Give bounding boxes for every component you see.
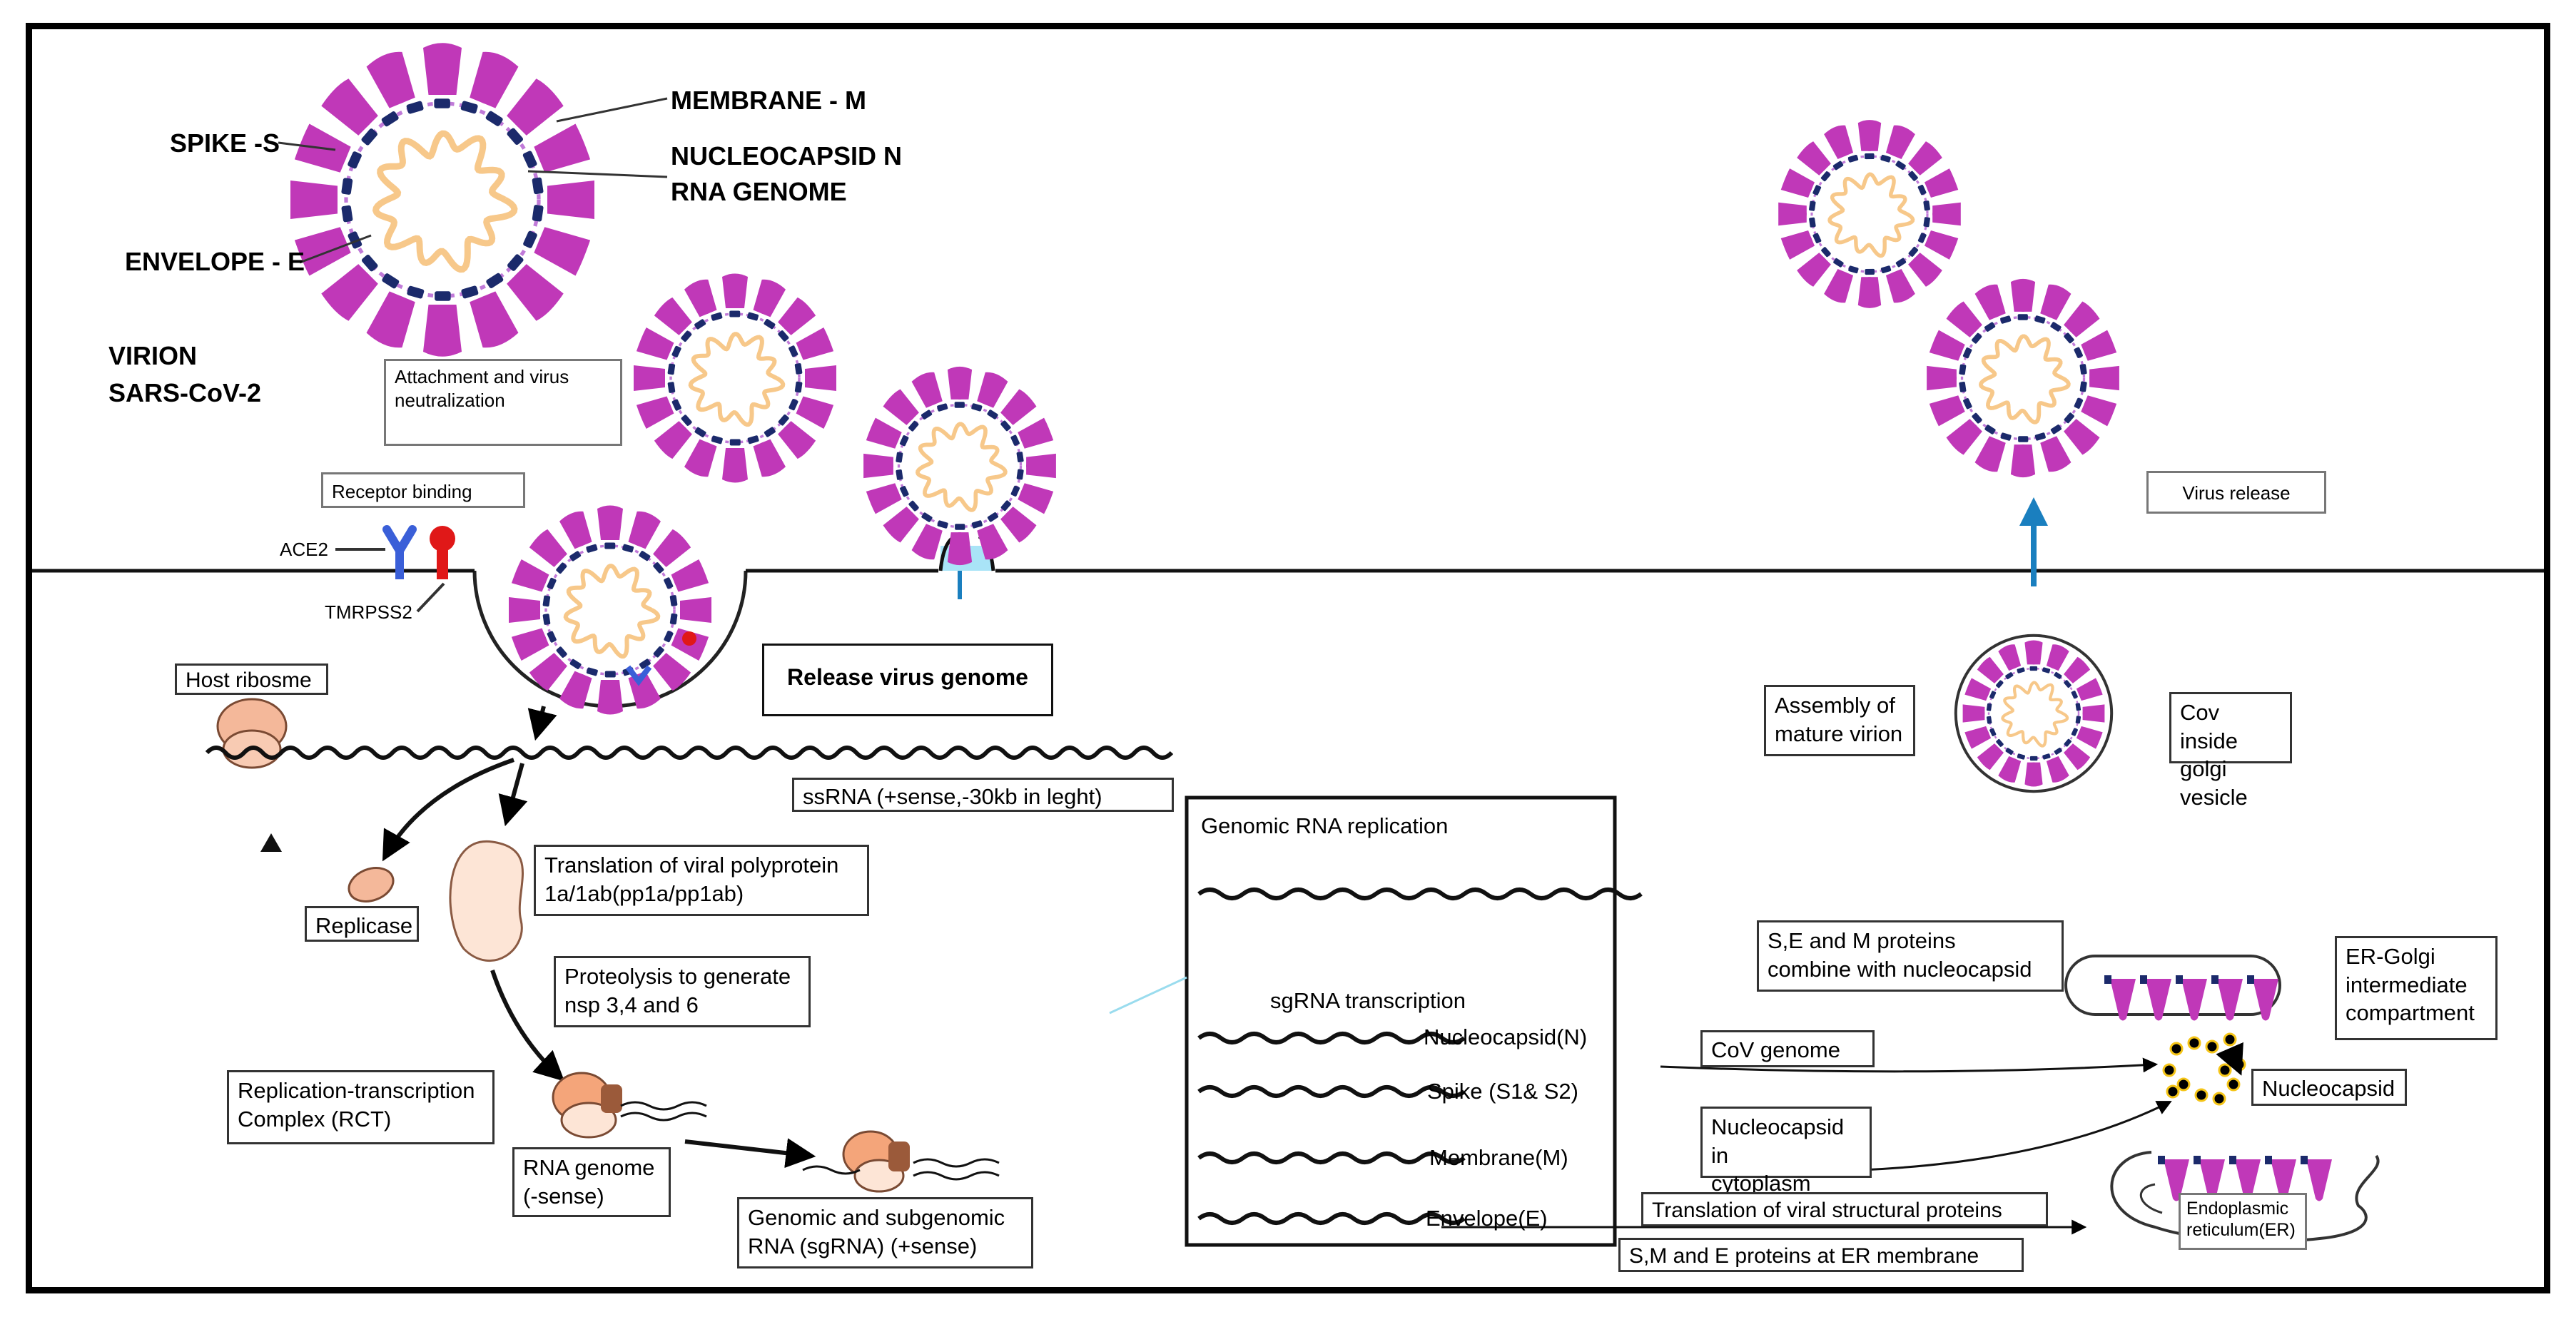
nucleocapsid-dot	[2166, 1084, 2180, 1099]
ergic-spike-icon	[2176, 975, 2207, 1021]
er-spike-icon	[2194, 1156, 2225, 1201]
ergic-spike-icon	[2247, 975, 2278, 1021]
membrane-label: MEMBRANE - M	[671, 86, 866, 115]
nucleocapsid-label: NUCLEOCAPSID N	[671, 141, 903, 171]
budding-virion-icon	[863, 366, 1056, 566]
polyprotein-icon	[449, 840, 524, 962]
main-virion-icon	[290, 43, 594, 357]
cov-genome-box: CoV genome	[1700, 1030, 1875, 1067]
endocytosed-virion-icon	[509, 505, 711, 715]
er-spike-icon	[2158, 1156, 2189, 1201]
rna-minus-box: RNA genome (-sense)	[512, 1147, 671, 1217]
released-virion-icon	[1778, 120, 1961, 308]
virion-label: VIRION	[108, 341, 198, 370]
ace2-receptor-icon	[382, 525, 417, 579]
nucleocapsid-dot	[2162, 1063, 2176, 1077]
ssrna-strand	[205, 746, 1174, 760]
rna-genome-label: RNA GENOME	[671, 177, 847, 206]
ace2-label: ACE2	[280, 539, 328, 560]
ssrna-box: ssRNA (+sense,-30kb in leght)	[792, 778, 1174, 812]
sme-er-box: S,M and E proteins at ER membrane	[1618, 1238, 2024, 1272]
genomic-replication-label: Genomic RNA replication	[1201, 813, 1449, 838]
small-triangle-icon	[260, 833, 282, 852]
nucleocapsid-dot	[2212, 1092, 2226, 1106]
ergic-spike-icon	[2140, 975, 2171, 1021]
tmprss2-protease-icon	[430, 526, 455, 579]
attachment-box: Attachment and virus neutralization	[384, 359, 622, 446]
tmprss2-label: TMRPSS2	[325, 601, 412, 623]
release-genome-box: Release virus genome	[762, 644, 1053, 716]
golgi-vesicle-box: Cov inside golgi vesicle	[2169, 692, 2292, 810]
combine-box: S,E and M proteins combine with nucleoca…	[1757, 920, 2064, 992]
nucleocapsid-dot	[2226, 1077, 2241, 1092]
ergic-spike-icon	[2211, 975, 2243, 1021]
sgrna-box: Genomic and subgenomic RNA (sgRNA) (+sen…	[737, 1197, 1033, 1268]
rtc-ribosome-icon	[552, 1072, 622, 1139]
ergic-box: ER-Golgi intermediate compartment	[2335, 936, 2498, 1040]
sgrna-ribosome-icon	[842, 1130, 910, 1193]
nucleocapsid-dot	[2194, 1088, 2209, 1102]
host-ribosome-box: Host ribosme	[175, 663, 328, 695]
nucleocapsid-box: Nucleocapsid	[2251, 1069, 2407, 1106]
assembly-mature-box: Assembly of mature virion	[1764, 685, 1915, 756]
replicase-icon	[348, 867, 395, 902]
sgrna-transcription-label: sgRNA transcription	[1270, 988, 1466, 1013]
gene-nucleocapsid-label: Nucleocapsid(N)	[1424, 1024, 1588, 1049]
virion-icon	[634, 273, 836, 483]
nucleocapsid-dot	[2187, 1036, 2201, 1050]
er-spike-icon	[2229, 1156, 2261, 1201]
gene-spike-label: Spike (S1& S2)	[1427, 1079, 1578, 1104]
spike-label: SPIKE -S	[170, 128, 280, 158]
polyprotein-box: Translation of viral polyprotein 1a/1ab(…	[534, 845, 869, 916]
er-box: Endoplasmic reticulum(ER)	[2179, 1193, 2307, 1250]
nucleocapsid-dot	[2176, 1077, 2191, 1092]
gene-envelope-label: Envelope(E)	[1426, 1206, 1548, 1231]
er-spike-icon	[2301, 1156, 2332, 1201]
envelope-label: ENVELOPE - E	[125, 247, 305, 276]
diagram-frame	[26, 23, 2550, 1293]
nucleocapsid-cytoplasm-box: Nucleocapsid in cytoplasm	[1700, 1107, 1872, 1196]
golgi-vesicle-virion-icon	[1954, 634, 2114, 793]
replication-panel	[1185, 795, 1617, 1247]
virus-release-box: Virus release	[2146, 471, 2326, 514]
replicase-box: Replicase	[305, 906, 419, 942]
proteolysis-box: Proteolysis to generate nsp 3,4 and 6	[554, 956, 811, 1027]
structural-proteins-box: Translation of viral structural proteins	[1641, 1192, 2048, 1226]
er-spike-icon	[2265, 1156, 2296, 1201]
receptor-binding-box: Receptor binding	[321, 472, 525, 508]
rtc-box: Replication-transcription Complex (RCT)	[227, 1070, 495, 1144]
species-label: SARS-CoV-2	[108, 378, 262, 407]
released-virion-icon	[1927, 278, 2119, 478]
gene-membrane-label: Membrane(M)	[1429, 1145, 1568, 1170]
nucleocapsid-dot	[2169, 1042, 2184, 1056]
ergic-spike-icon	[2104, 975, 2136, 1021]
